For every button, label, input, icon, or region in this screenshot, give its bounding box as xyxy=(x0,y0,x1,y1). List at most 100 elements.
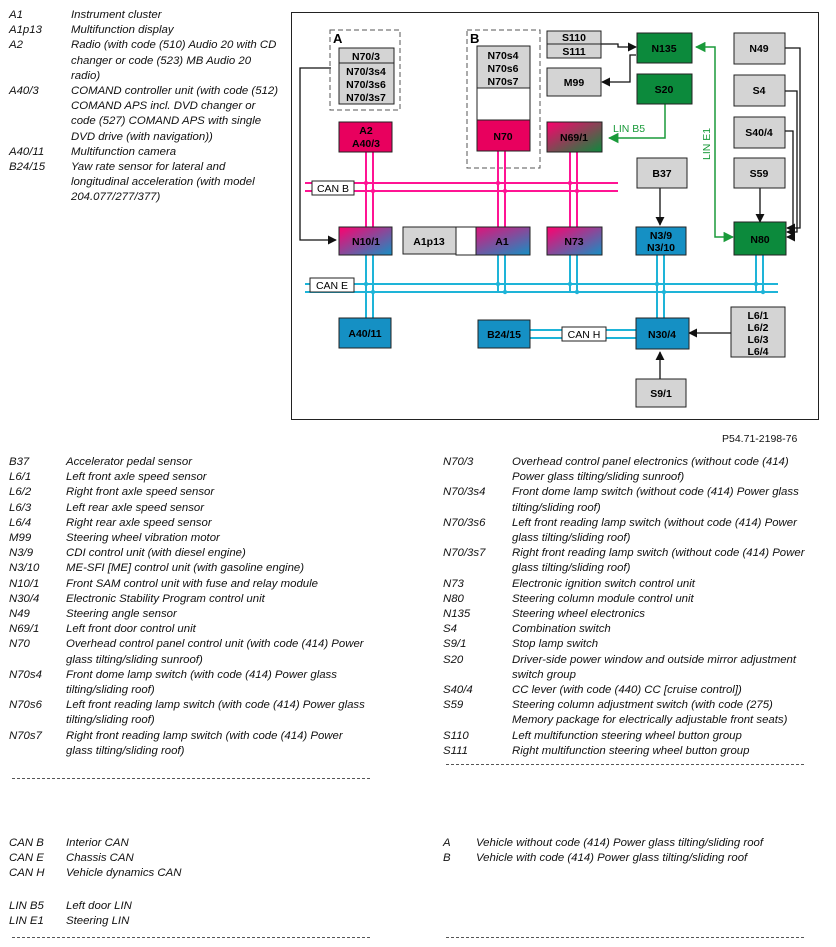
separator-right-1 xyxy=(446,764,804,765)
legend-code: N69/1 xyxy=(9,623,40,636)
group-b-label: B xyxy=(470,31,479,46)
legend-code: B24/15 xyxy=(9,161,46,174)
legend-desc: Overhead control panel control unit (wit… xyxy=(66,638,364,666)
legend-desc: Right front reading lamp switch (without… xyxy=(512,547,805,575)
lin-b5-label: LIN B5 xyxy=(613,123,645,135)
box-b37-label: B37 xyxy=(652,168,671,180)
legend-desc: Electronic Stability Program control uni… xyxy=(66,592,265,605)
legend-desc: Right rear axle speed sensor xyxy=(66,516,212,529)
legend-desc: Multifunction camera xyxy=(71,145,177,158)
box-a1p13-label: A1p13 xyxy=(413,236,445,248)
box-n135-label: N135 xyxy=(651,43,676,55)
group-a-label: A xyxy=(333,31,343,46)
legend-code: M99 xyxy=(9,532,32,545)
box-n70-3s6: N70/3s6 xyxy=(346,79,386,91)
legend-desc: Stop lamp switch xyxy=(512,638,599,651)
box-n70-3: N70/3 xyxy=(352,51,380,63)
legend-desc: Front dome lamp switch (without code (41… xyxy=(512,486,799,514)
legend-desc: Left multifunction steering wheel button… xyxy=(512,729,742,742)
box-n30-4-label: N30/4 xyxy=(648,329,676,341)
legend-code: CAN B xyxy=(9,837,44,849)
legend-code: A40/3 xyxy=(9,85,39,98)
can-e-bus xyxy=(305,255,778,318)
legend-code: A1p13 xyxy=(9,24,42,37)
can-e-label: CAN E xyxy=(316,280,348,292)
box-l6-sensors: L6/1 L6/2 L6/3 L6/4 xyxy=(730,306,786,358)
legend-desc: Yaw rate sensor for lateral and longitud… xyxy=(71,161,255,204)
legend-desc: Steering wheel electronics xyxy=(512,608,645,621)
box-a40-11: A40/11 xyxy=(338,317,392,349)
legend-code: N70/3 xyxy=(443,456,474,468)
box-l6-1: L6/1 xyxy=(747,310,768,322)
box-n69-1: N69/1 xyxy=(546,121,603,153)
legend-desc: Radio (with code (510) Audio 20 with CD … xyxy=(71,39,277,82)
box-s4: S4 xyxy=(733,74,786,107)
legend-code: L6/3 xyxy=(9,501,32,514)
box-a2: A2 xyxy=(359,125,373,137)
legend-code: N70/3s6 xyxy=(443,516,486,529)
box-n70-3s7: N70/3s7 xyxy=(346,92,386,104)
box-n73-label: N73 xyxy=(564,236,583,248)
box-n80-label: N80 xyxy=(750,234,769,246)
box-n3-10: N3/10 xyxy=(647,242,675,254)
legend-desc: Chassis CAN xyxy=(66,852,134,865)
box-s111: S111 xyxy=(562,46,586,58)
legend-desc: CDI control unit (with diesel engine) xyxy=(66,547,246,560)
legend-desc: Right front reading lamp switch (with co… xyxy=(66,729,343,757)
legend-code: A xyxy=(443,837,451,849)
legend-code: N73 xyxy=(443,577,464,590)
box-n70: N70 xyxy=(493,131,512,143)
legend-code: N49 xyxy=(9,608,30,621)
legend-code: S4 xyxy=(443,623,457,636)
can-e-label-box xyxy=(309,277,355,293)
box-l6-2: L6/2 xyxy=(747,322,768,334)
box-a2-a40-3: A2 A40/3 xyxy=(338,121,393,153)
legend-desc: Front SAM control unit with fuse and rel… xyxy=(66,577,318,590)
legend-code: S40/4 xyxy=(443,684,473,697)
network-diagram: A B xyxy=(291,12,819,420)
legend-desc: Front dome lamp switch (with code (414) … xyxy=(66,668,337,697)
box-a1-label: A1 xyxy=(495,236,509,248)
legend-code: A40/11 xyxy=(9,145,45,158)
legend-code: B xyxy=(443,852,451,865)
legend-code: A2 xyxy=(9,39,23,52)
legend-code: S20 xyxy=(443,653,464,666)
legend-code: L6/1 xyxy=(9,471,32,484)
legend-desc: Driver-side power window and outside mir… xyxy=(512,653,797,681)
box-n73: N73 xyxy=(546,226,603,256)
box-b24-15: B24/15 xyxy=(477,319,531,349)
legend-code: N70/3s4 xyxy=(443,486,486,499)
legend-code: N80 xyxy=(443,592,464,605)
legend-desc: Left front reading lamp switch (with cod… xyxy=(66,699,365,727)
box-n49-label: N49 xyxy=(749,43,768,55)
legend-code: L6/2 xyxy=(9,486,32,499)
legend-desc: Right front axle speed sensor xyxy=(66,486,215,499)
box-s40-4: S40/4 xyxy=(733,116,786,149)
legend-spacer xyxy=(9,882,269,899)
box-s59-label: S59 xyxy=(750,168,769,180)
